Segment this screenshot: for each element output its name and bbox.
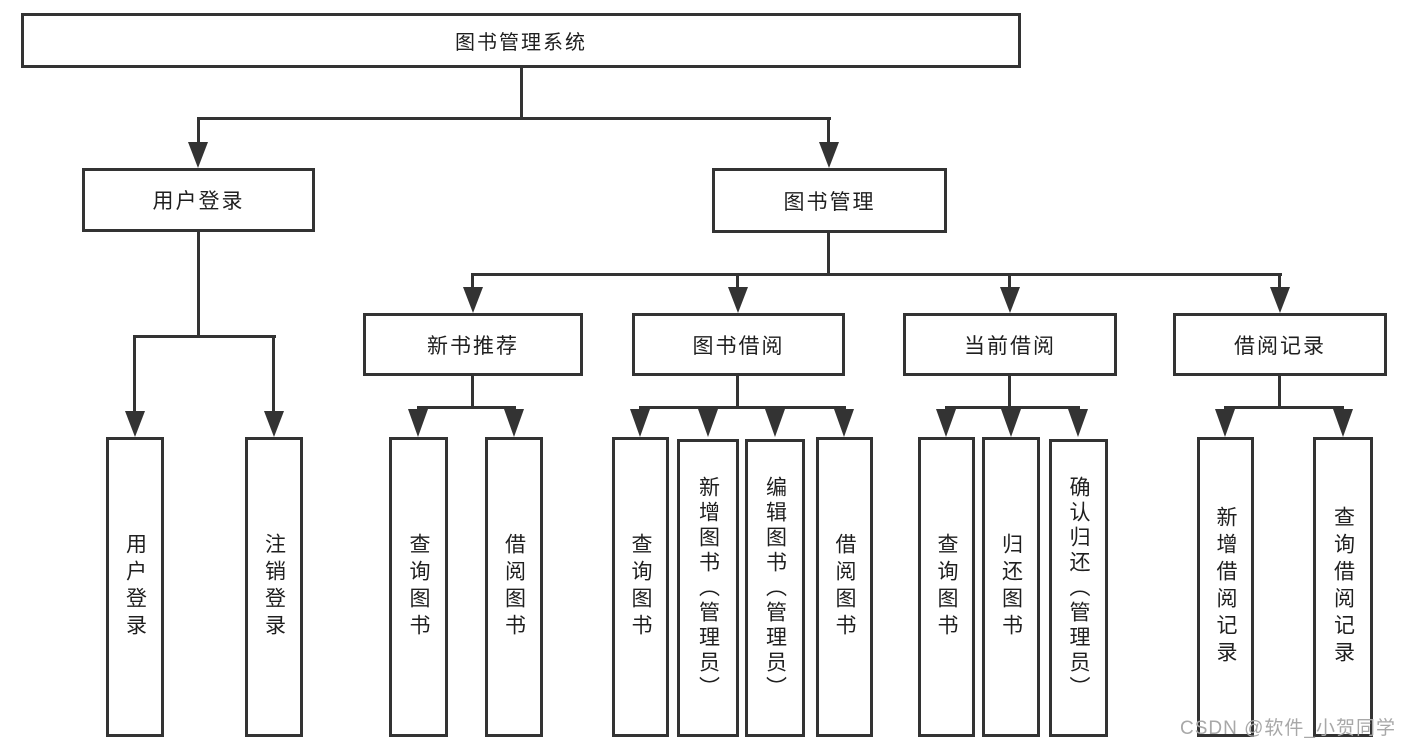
leaf-logout: 注销登录	[245, 437, 303, 737]
node-label: 编辑图书（管理员）	[763, 475, 787, 701]
connector-vline	[736, 376, 739, 408]
arrow-down-icon	[1001, 409, 1021, 437]
arrow-down-icon	[819, 142, 839, 168]
node-label: 确认归还（管理员）	[1067, 475, 1090, 701]
node-label: 图书管理	[783, 190, 876, 214]
arrow-down-icon	[765, 409, 785, 437]
node-label: 借阅图书	[833, 533, 856, 641]
connector-vline	[471, 273, 474, 289]
connector-vline	[1278, 273, 1281, 289]
node-user-login: 用户登录	[82, 168, 315, 232]
connector-vline	[1008, 273, 1011, 289]
connector-vline	[471, 376, 474, 408]
connector-hline	[471, 273, 1282, 276]
connector-hline	[197, 117, 831, 120]
arrow-down-icon	[504, 409, 524, 437]
node-label: 图书借阅	[692, 334, 785, 358]
arrow-down-icon	[698, 409, 718, 437]
arrow-down-icon	[1333, 409, 1353, 437]
node-label: 当前借阅	[964, 334, 1056, 358]
node-label: 图书管理系统	[455, 32, 587, 54]
leaf-cb-confirm-return-admin: 确认归还（管理员）	[1049, 439, 1108, 737]
node-borrow-records: 借阅记录	[1173, 313, 1387, 376]
node-label: 查询图书	[407, 533, 430, 641]
arrow-down-icon	[1068, 409, 1088, 437]
node-label: 借阅记录	[1234, 334, 1326, 358]
connector-hline	[417, 406, 516, 409]
node-library-system: 图书管理系统	[21, 13, 1021, 68]
arrow-down-icon	[1270, 287, 1290, 313]
connector-hline	[133, 335, 276, 338]
connector-hline	[1224, 406, 1344, 409]
node-label: 查询借阅记录	[1331, 506, 1355, 668]
csdn-watermark: CSDN @软件_小贺同学	[1180, 718, 1396, 739]
connector-vline	[520, 68, 523, 118]
node-label: 新增借阅记录	[1214, 506, 1237, 668]
arrow-down-icon	[1000, 287, 1020, 313]
connector-vline	[197, 117, 200, 144]
leaf-nbr-borrow-book: 借阅图书	[485, 437, 543, 737]
connector-hline	[945, 406, 1080, 409]
node-label: 查询图书	[935, 533, 958, 641]
arrow-down-icon	[188, 142, 208, 168]
arrow-down-icon	[936, 409, 956, 437]
node-label: 查询图书	[629, 533, 652, 641]
arrow-down-icon	[463, 287, 483, 313]
leaf-br-add-record: 新增借阅记录	[1197, 437, 1254, 737]
node-label: 借阅图书	[502, 533, 526, 641]
node-label: 注销登录	[262, 533, 286, 641]
connector-vline	[1008, 376, 1011, 408]
connector-vline	[827, 233, 830, 275]
connector-vline	[827, 117, 830, 144]
arrow-down-icon	[408, 409, 428, 437]
leaf-cb-return-book: 归还图书	[982, 437, 1040, 737]
leaf-bb-edit-book-admin: 编辑图书（管理员）	[745, 439, 805, 737]
arrow-down-icon	[728, 287, 748, 313]
connector-vline	[272, 335, 275, 412]
node-label: 新书推荐	[427, 334, 519, 358]
leaf-bb-add-book-admin: 新增图书（管理员）	[677, 439, 739, 737]
node-book-management: 图书管理	[712, 168, 947, 233]
arrow-down-icon	[1215, 409, 1235, 437]
node-current-borrow: 当前借阅	[903, 313, 1117, 376]
arrow-down-icon	[125, 411, 145, 437]
arrow-down-icon	[264, 411, 284, 437]
connector-vline	[197, 232, 200, 336]
connector-hline	[639, 406, 846, 409]
node-label: 用户登录	[123, 533, 147, 641]
connector-vline	[1278, 376, 1281, 408]
node-label: 归还图书	[999, 533, 1023, 641]
connector-vline	[736, 273, 739, 289]
arrow-down-icon	[630, 409, 650, 437]
node-new-book-recommend: 新书推荐	[363, 313, 583, 376]
node-label: 用户登录	[152, 190, 245, 213]
connector-vline	[133, 335, 136, 412]
leaf-br-query-record: 查询借阅记录	[1313, 437, 1373, 737]
leaf-user-login: 用户登录	[106, 437, 164, 737]
leaf-bb-borrow-book: 借阅图书	[816, 437, 873, 737]
leaf-nbr-query-book: 查询图书	[389, 437, 448, 737]
node-label: 新增图书（管理员）	[696, 475, 720, 701]
arrow-down-icon	[834, 409, 854, 437]
leaf-cb-query-book: 查询图书	[918, 437, 975, 737]
node-book-borrow: 图书借阅	[632, 313, 845, 376]
leaf-bb-query-book: 查询图书	[612, 437, 669, 737]
